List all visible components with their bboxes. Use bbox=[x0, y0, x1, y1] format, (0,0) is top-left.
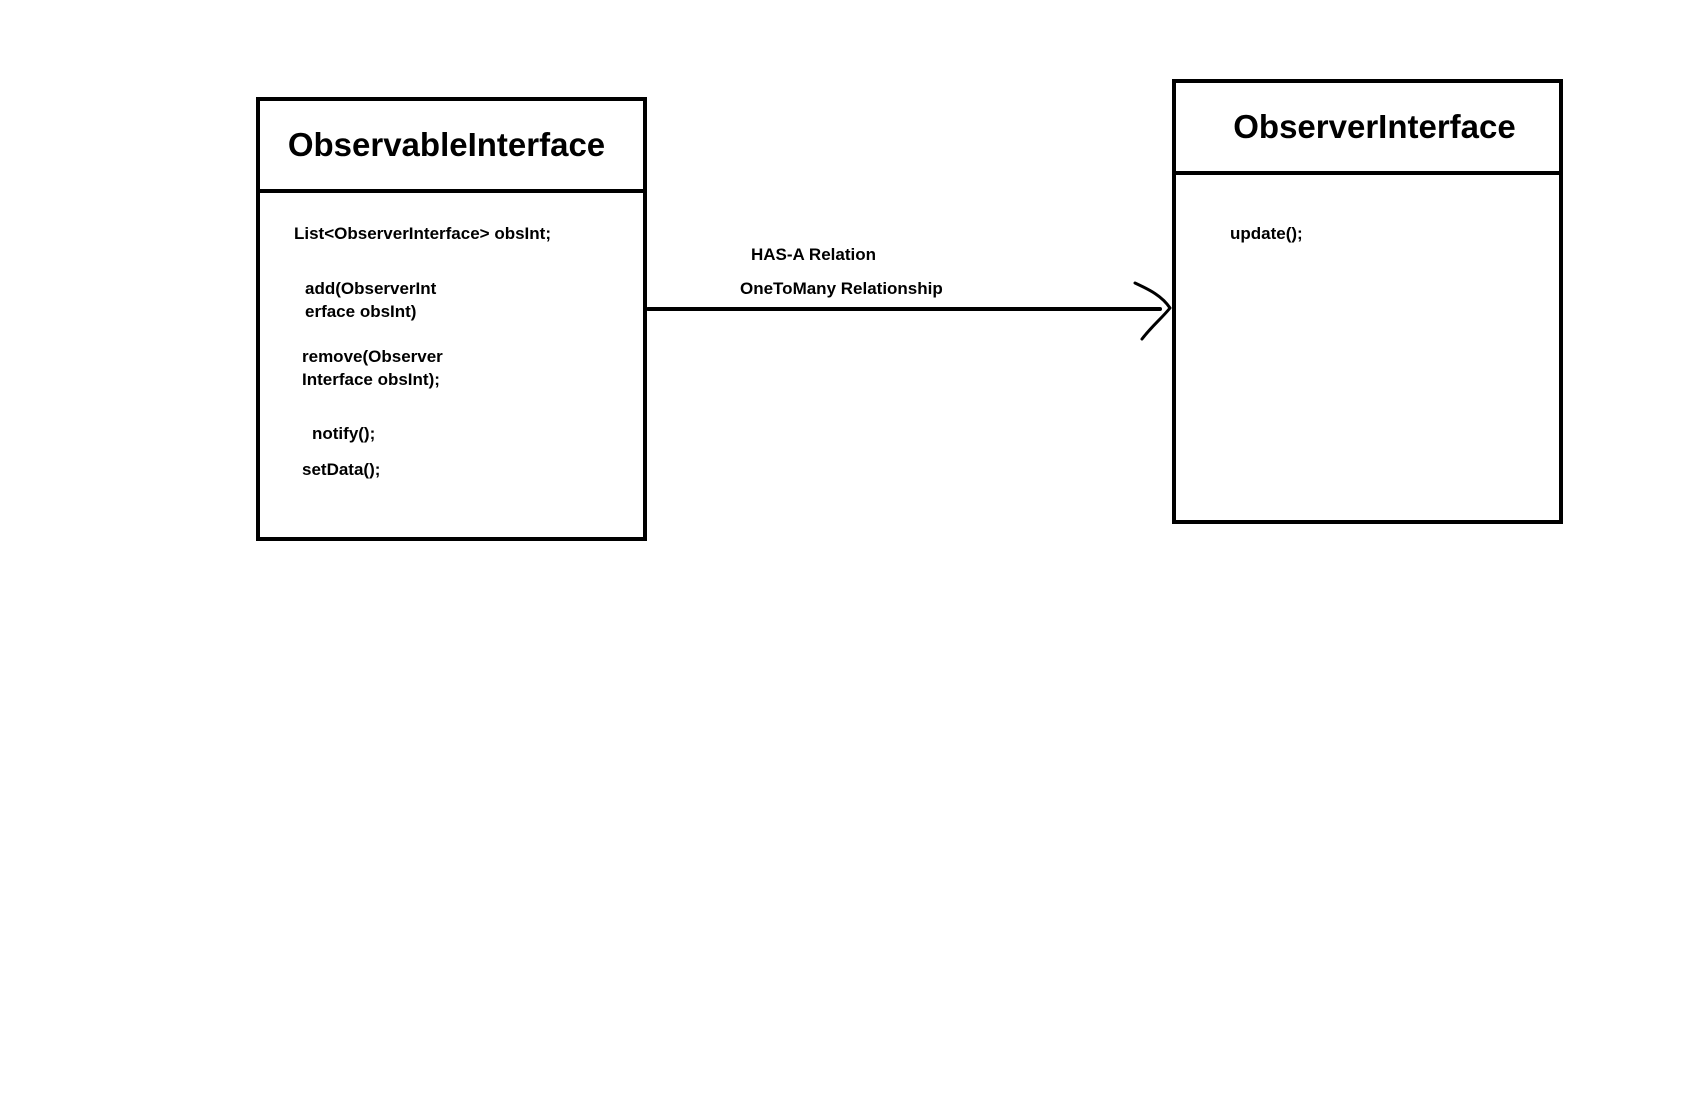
has-a-relation-label: HAS-A Relation bbox=[751, 245, 876, 264]
one-to-many-relation-label: OneToMany Relationship bbox=[740, 279, 943, 298]
notify-method: notify(); bbox=[312, 424, 376, 443]
add-method-line-2: erface obsInt) bbox=[305, 302, 417, 321]
remove-method-line-2: Interface obsInt); bbox=[302, 370, 440, 389]
open-arrowhead-icon bbox=[1133, 281, 1172, 341]
observable-interface-title: ObservableInterface bbox=[287, 126, 606, 163]
remove-method-line-1: remove(Observer bbox=[302, 347, 443, 366]
observer-list-field: List<ObserverInterface> obsInt; bbox=[294, 224, 551, 243]
observer-interface-class-box: ObserverInterface update(); bbox=[1172, 79, 1563, 524]
set-data-method: setData(); bbox=[302, 460, 381, 479]
update-method: update(); bbox=[1230, 224, 1303, 243]
observable-interface-header: ObservableInterface bbox=[260, 101, 643, 193]
observable-interface-class-box: ObservableInterface List<ObserverInterfa… bbox=[256, 97, 647, 541]
observer-interface-header: ObserverInterface bbox=[1176, 83, 1559, 175]
add-method-line-1: add(ObserverInt bbox=[305, 279, 437, 298]
observer-interface-title: ObserverInterface bbox=[1233, 108, 1516, 145]
